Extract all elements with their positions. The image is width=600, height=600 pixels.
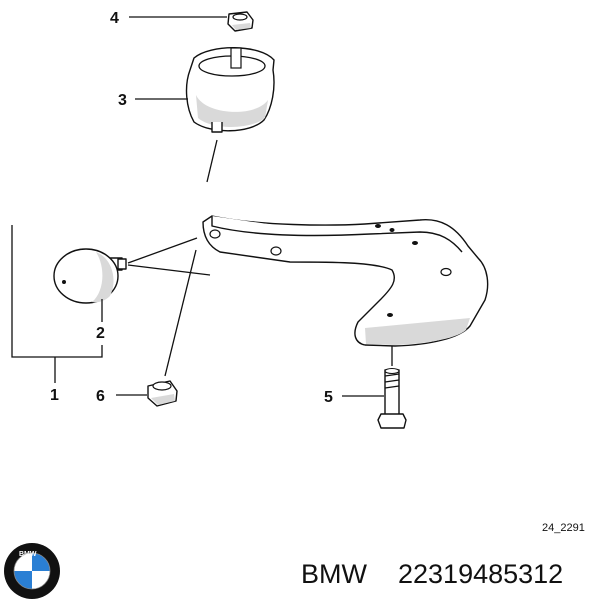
callout-1: 1: [50, 387, 59, 404]
part-1-bracket: [202, 215, 489, 347]
group-bracket-1: [11, 225, 103, 358]
part-5-bolt: [377, 346, 407, 429]
assembly-line-vertical: [164, 249, 197, 377]
callout-4: 4: [110, 10, 119, 27]
footer-part-number: 22319485312: [398, 559, 563, 589]
part-2-rubber-buffer: [53, 248, 127, 304]
diagram-code: 24_2291: [542, 522, 585, 534]
callout-3: 3: [118, 92, 127, 109]
part-4-nut: [227, 11, 254, 32]
assembly-line-buffer-upper: [127, 237, 198, 264]
callout-6: 6: [96, 388, 105, 405]
part-3-engine-mount: [185, 47, 275, 133]
footer-brand: BMW: [301, 559, 368, 589]
part-6-nut: [147, 380, 178, 407]
assembly-line-buffer-lower: [127, 264, 211, 276]
assembly-axis-line: [206, 139, 218, 183]
logo-lettering: BMW: [19, 551, 37, 558]
callout-5: 5: [324, 389, 333, 406]
callout-2: 2: [96, 325, 105, 342]
bmw-logo: BMW: [4, 543, 60, 599]
